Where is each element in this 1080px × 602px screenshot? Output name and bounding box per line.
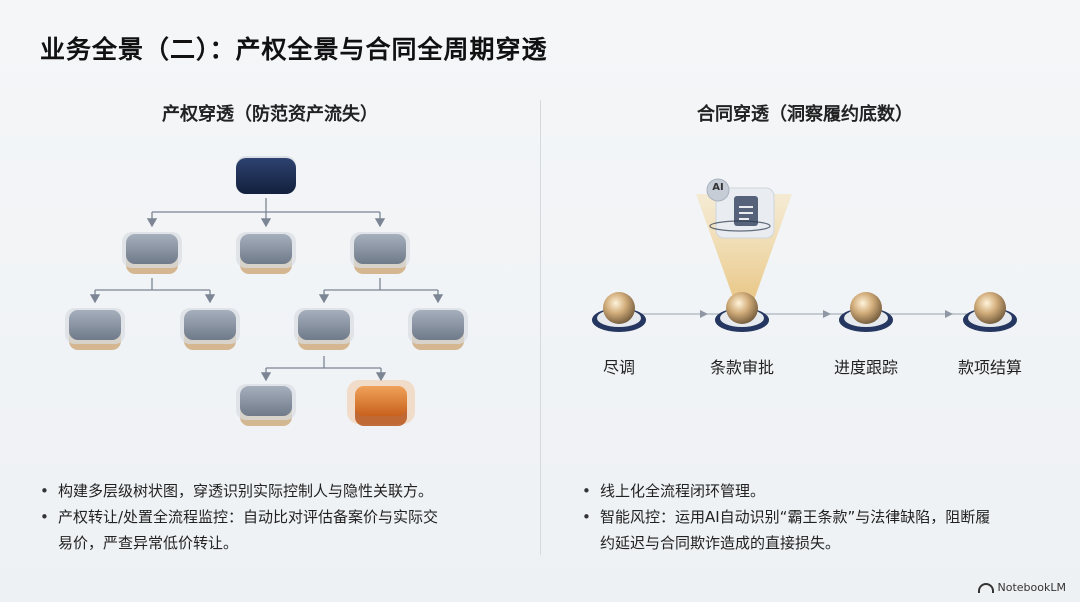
tree-node	[350, 232, 410, 274]
bullet-item: 智能风控：运用AI自动识别“霸王条款”与法律缺陷，阻断履	[582, 504, 1062, 530]
step-label: 尽调	[569, 354, 669, 378]
bullet-item: 构建多层级树状图，穿透识别实际控制人与隐性关联方。	[40, 478, 510, 504]
tree-node	[122, 232, 182, 274]
brand-label: NotebookLM	[998, 581, 1066, 594]
left-bullets: 构建多层级树状图，穿透识别实际控制人与隐性关联方。 产权转让/处置全流程监控：自…	[40, 478, 510, 556]
tree-node	[294, 308, 354, 350]
step-node-due-diligence	[592, 292, 646, 332]
step-node-progress-tracking	[839, 292, 893, 332]
tree-node	[408, 308, 468, 350]
tree-root-node	[236, 156, 296, 194]
ai-badge-label: AI	[711, 182, 725, 193]
step-label: 进度跟踪	[816, 354, 916, 378]
tree-highlight-node	[347, 380, 415, 426]
tree-node	[65, 308, 125, 350]
bullet-item-continued: 约延迟与合同欺诈造成的直接损失。	[582, 530, 1062, 556]
bullet-item: 线上化全流程闭环管理。	[582, 478, 1062, 504]
step-label: 条款审批	[692, 354, 792, 378]
tree-node	[236, 232, 296, 274]
right-bullets: 线上化全流程闭环管理。 智能风控：运用AI自动识别“霸王条款”与法律缺陷，阻断履…	[582, 478, 1062, 556]
step-node-clause-approval	[715, 292, 769, 332]
tree-connectors	[95, 198, 438, 380]
tree-node	[236, 384, 296, 426]
notebooklm-logo-icon	[978, 583, 994, 593]
tree-node	[180, 308, 240, 350]
step-node-payment-settlement	[963, 292, 1017, 332]
bullet-item: 产权转让/处置全流程监控：自动比对评估备案价与实际交	[40, 504, 510, 530]
brand-mark: NotebookLM	[978, 581, 1066, 594]
bullet-item-continued: 易价，严查异常低价转让。	[40, 530, 510, 556]
step-label: 款项结算	[940, 354, 1040, 378]
